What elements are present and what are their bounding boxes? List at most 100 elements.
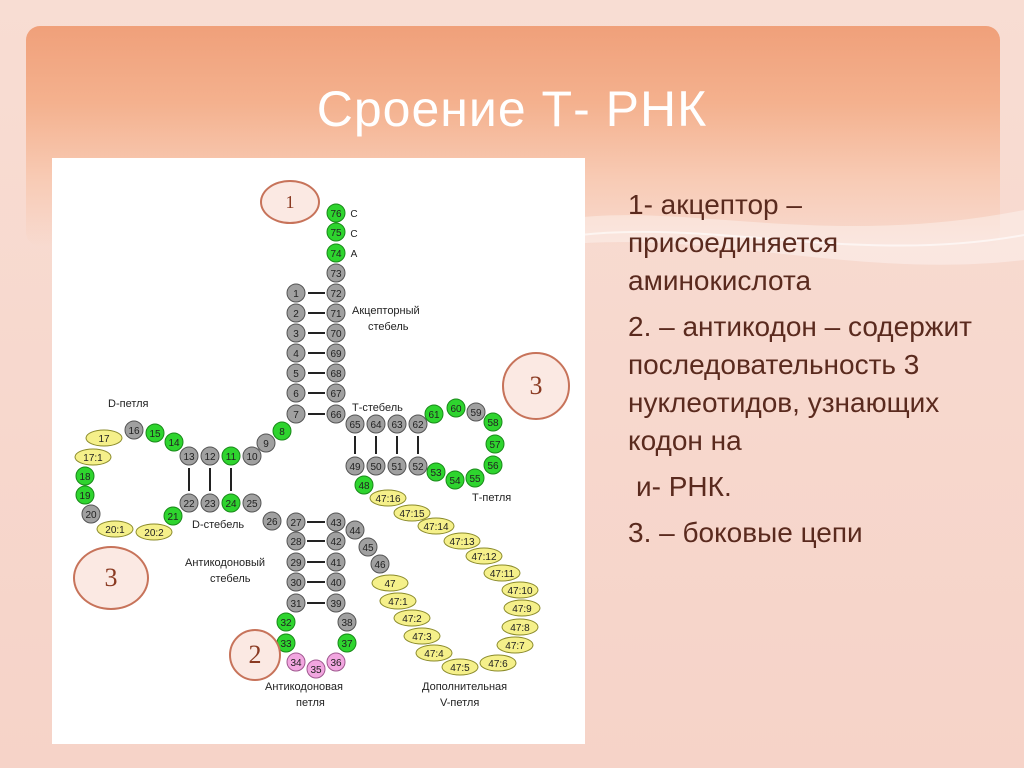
nucleotide-label: 60 — [450, 404, 462, 415]
nucleotide-label: 12 — [204, 452, 216, 463]
nucleotide-label: 18 — [79, 472, 91, 483]
nucleotide-label: 23 — [204, 499, 216, 510]
nucleotide-48 — [354, 475, 374, 495]
cca-letter: C — [350, 209, 357, 220]
nucleotide-11 — [221, 446, 241, 466]
nucleotide-47:10 — [501, 581, 539, 599]
nucleotide-label: 7 — [293, 410, 299, 421]
nucleotide-38 — [337, 612, 357, 632]
bullet-side-chains: 3. – боковые цепи — [628, 517, 863, 548]
nucleotide-label: 47:16 — [375, 494, 400, 505]
nucleotide-42 — [326, 531, 346, 551]
nucleotide-label: 32 — [280, 618, 292, 629]
nucleotide-label: 10 — [246, 452, 258, 463]
bullet-anticodon: 2. – антикодон – содержит последовательн… — [628, 311, 972, 456]
nucleotide-label: 42 — [330, 537, 342, 548]
nucleotide-59 — [466, 402, 486, 422]
nucleotide-label: 76 — [330, 209, 342, 220]
nucleotide-label: 39 — [330, 599, 342, 610]
nucleotide-63 — [387, 414, 407, 434]
nucleotide-56 — [483, 455, 503, 475]
nucleotide-label: 36 — [330, 658, 342, 669]
nucleotide-label: 47:6 — [488, 659, 508, 670]
nucleotide-label: 47:5 — [450, 663, 470, 674]
nucleotide-label: 9 — [263, 439, 269, 450]
label-d-stem: D-стебель — [192, 519, 244, 531]
nucleotide-label: 51 — [391, 462, 403, 473]
bullet-list: 1- акцептор – присоединяется аминокислот… — [628, 186, 1008, 560]
nucleotide-30 — [286, 572, 306, 592]
nucleotide-label: 34 — [290, 658, 302, 669]
nucleotide-label: 71 — [330, 309, 342, 320]
nucleotide-label: 17 — [98, 434, 110, 445]
nucleotide-label: 52 — [412, 462, 424, 473]
nucleotide-label: 70 — [330, 329, 342, 340]
nucleotide-label: 26 — [266, 517, 278, 528]
slide-title: Сроение Т- РНК — [316, 81, 708, 137]
nucleotide-36 — [326, 652, 346, 672]
label-t-loop: Т-петля — [472, 492, 511, 504]
nucleotide-label: 19 — [79, 491, 91, 502]
nucleotide-47:11 — [483, 564, 521, 582]
nucleotide-label: 1 — [293, 289, 299, 300]
nucleotide-label: 8 — [279, 427, 285, 438]
label-v-loop: Дополнительная — [422, 681, 507, 693]
nucleotide-label: 47:7 — [505, 641, 525, 652]
nucleotide-1 — [286, 283, 306, 303]
nucleotide-35 — [306, 659, 326, 679]
nucleotide-label: 45 — [362, 543, 374, 554]
nucleotide-34 — [286, 652, 306, 672]
nucleotide-label: 47:13 — [449, 537, 474, 548]
nucleotide-47:4 — [415, 644, 453, 662]
nucleotide-label: 37 — [341, 639, 353, 650]
nucleotide-6 — [286, 383, 306, 403]
nucleotide-23 — [200, 493, 220, 513]
callout-anticodon: 2 — [229, 629, 281, 681]
nucleotide-15 — [145, 423, 165, 443]
nucleotide-label: 49 — [349, 462, 361, 473]
nucleotide-7 — [286, 404, 306, 424]
nucleotide-16 — [124, 420, 144, 440]
nucleotide-20 — [81, 504, 101, 524]
nucleotide-label: 20:2 — [144, 528, 164, 539]
nucleotide-label: 46 — [374, 560, 386, 571]
nucleotide-label: 35 — [310, 665, 322, 676]
nucleotide-20:2 — [135, 523, 173, 541]
nucleotide-label: 27 — [290, 518, 302, 529]
nucleotide-37 — [337, 633, 357, 653]
nucleotide-label: 6 — [293, 389, 299, 400]
nucleotide-47:5 — [441, 658, 479, 676]
nucleotide-54 — [445, 470, 465, 490]
nucleotide-47:9 — [503, 599, 541, 617]
nucleotide-21 — [163, 506, 183, 526]
nucleotide-label: 47:3 — [412, 632, 432, 643]
nucleotide-4 — [286, 343, 306, 363]
label-acceptor-stem: Акцепторный — [352, 305, 420, 317]
nucleotide-label: 29 — [290, 558, 302, 569]
nucleotide-label: 14 — [168, 438, 180, 449]
nucleotide-66 — [326, 404, 346, 424]
nucleotide-label: 33 — [280, 639, 292, 650]
nucleotide-27 — [286, 512, 306, 532]
nucleotide-43 — [326, 512, 346, 532]
nucleotide-13 — [179, 446, 199, 466]
nucleotide-label: 64 — [370, 420, 382, 431]
callout-side-chain-right: 3 — [502, 352, 570, 420]
nucleotide-71 — [326, 303, 346, 323]
nucleotide-12 — [200, 446, 220, 466]
nucleotide-72 — [326, 283, 346, 303]
nucleotide-label: 5 — [293, 369, 299, 380]
nucleotide-52 — [408, 456, 428, 476]
nucleotide-75 — [326, 222, 346, 242]
nucleotide-label: 61 — [428, 410, 440, 421]
nucleotide-47:3 — [403, 627, 441, 645]
nucleotide-25 — [242, 493, 262, 513]
nucleotide-9 — [256, 433, 276, 453]
nucleotide-73 — [326, 263, 346, 283]
nucleotide-10 — [242, 446, 262, 466]
nucleotide-32 — [276, 612, 296, 632]
nucleotide-46 — [370, 554, 390, 574]
nucleotide-76 — [326, 203, 346, 223]
nucleotide-18 — [75, 466, 95, 486]
nucleotide-label: 43 — [330, 518, 342, 529]
